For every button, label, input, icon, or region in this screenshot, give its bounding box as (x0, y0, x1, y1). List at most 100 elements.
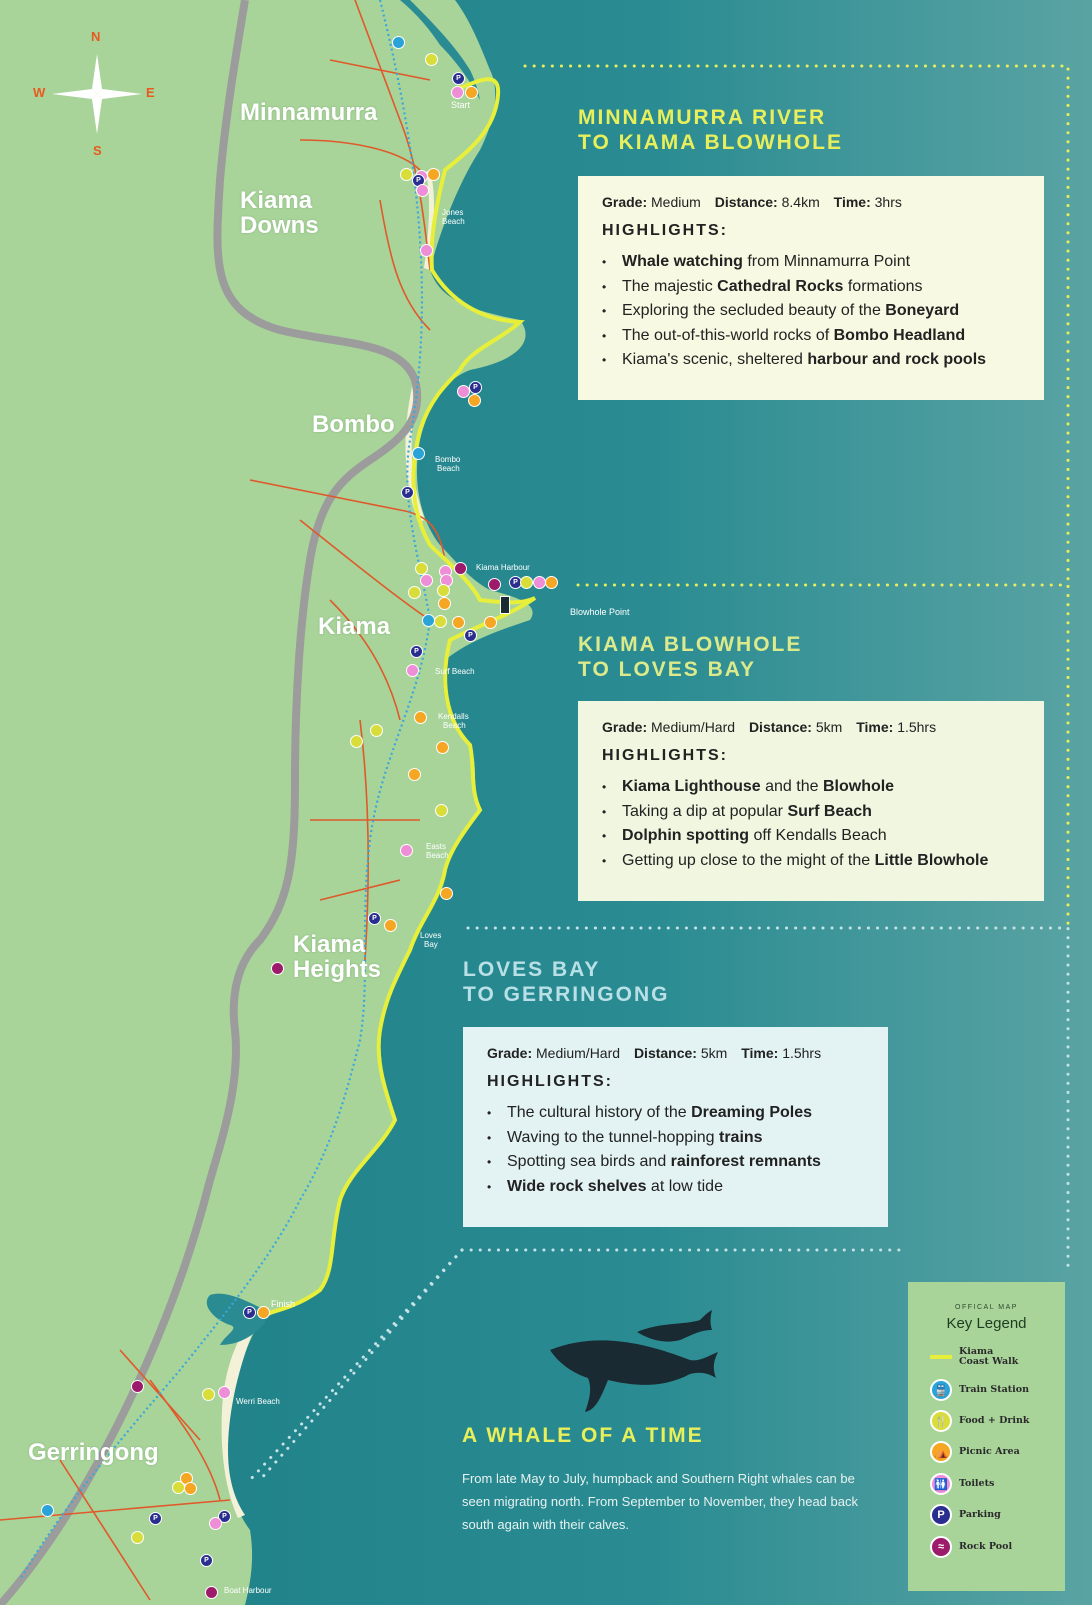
food-drink-icon (434, 615, 447, 628)
rock-pool-icon (271, 962, 284, 975)
compass-west: W (33, 85, 46, 100)
parking-icon: P (469, 381, 482, 394)
toilets-icon (400, 844, 413, 857)
section-3-box: Grade: Medium/Hard Distance: 5km Time: 1… (463, 1027, 888, 1227)
highlight-text: Waving to the tunnel-hopping (507, 1128, 719, 1146)
parking-icon: P (243, 1306, 256, 1319)
highlight-item: Kiama's scenic, sheltered harbour and ro… (602, 348, 1024, 373)
parking-icon: P (401, 486, 414, 499)
legend-label: Parking (959, 1510, 1001, 1520)
toilets-icon: 🚻 (930, 1473, 952, 1495)
distance-value: 5km (700, 1045, 728, 1061)
highlights-heading: HIGHLIGHTS: (602, 222, 728, 239)
picnic-icon: ⛺ (930, 1441, 952, 1463)
highlight-text: formations (843, 277, 923, 295)
section-2-title: KIAMA BLOWHOLE TO LOVES BAY (578, 632, 802, 682)
label-kiama-harbour: Kiama Harbour (476, 563, 530, 572)
highlight-text: Kiama's scenic, sheltered (622, 351, 808, 368)
legend-label-line: Parking (959, 1509, 1001, 1520)
legend-label-line: Picnic Area (959, 1446, 1020, 1457)
highlight-text: Taking a dip at popular (622, 802, 788, 820)
picnic-icon (427, 168, 440, 181)
toilets-icon (416, 184, 429, 197)
grade-value: Medium/Hard (536, 1045, 621, 1061)
parking-icon: P (930, 1504, 952, 1526)
legend-subheading: OFFICAL MAP (955, 1304, 1018, 1311)
toilets-icon (420, 574, 433, 587)
highway (0, 0, 422, 1605)
distance-label: Distance: (633, 1045, 697, 1061)
section-2-title-line2: TO LOVES BAY (578, 658, 757, 681)
legend-label: Train Station (959, 1385, 1029, 1395)
place-bombo: Bombo (312, 411, 395, 438)
picnic-icon (184, 1482, 197, 1495)
highlight-text: at low tide (646, 1177, 723, 1195)
rock-pool-icon: ≈ (930, 1536, 952, 1558)
picnic-icon (438, 597, 451, 610)
place-minnamurra: Minnamurra (240, 99, 378, 126)
train-icon (41, 1504, 54, 1517)
train-icon (412, 447, 425, 460)
section-3-title-line1: LOVES BAY (463, 958, 601, 981)
grade-label: Grade: (602, 194, 648, 210)
time-label: Time: (833, 194, 871, 210)
railway (19, 0, 432, 1581)
place-kiama-heights-1: Kiama (293, 931, 366, 958)
highlights-list: Whale watching from Minnamurra PointThe … (602, 250, 1024, 373)
toilets-icon (406, 664, 419, 677)
label-werri-beach: Werri Beach (236, 1397, 280, 1406)
highlight-item: Whale watching from Minnamurra Point (602, 250, 1024, 275)
section-3-title-line2: TO GERRINGONG (463, 983, 670, 1006)
parking-icon: P (412, 174, 425, 187)
label-finish: Finish (271, 1299, 296, 1309)
label-easts-2: Beach (426, 851, 449, 860)
roads (0, 0, 446, 1601)
rock-pool-icon (488, 578, 501, 591)
place-kiama-heights-2: Heights (293, 956, 382, 983)
label-boat-harbour: Boat Harbour (224, 1586, 272, 1595)
rock-pool-icon (454, 562, 467, 575)
legend-label-line: Train Station (959, 1384, 1030, 1395)
food-drink-icon (435, 804, 448, 817)
label-kendalls-2: Beach (443, 721, 466, 730)
label-blowhole-point: Blowhole Point (570, 607, 630, 617)
highlight-text: Spotting sea birds and (507, 1153, 671, 1170)
picnic-icon (452, 616, 465, 629)
highlights-list: Kiama Lighthouse and the BlowholeTaking … (602, 775, 1024, 873)
whale-text: From late May to July, humpback and Sout… (462, 1471, 858, 1532)
highlight-bold-text: rainforest remnants (670, 1153, 821, 1170)
parking-icon: P (410, 645, 423, 658)
highlight-bold-text: Bombo Headland (833, 326, 966, 344)
food-drink-icon (350, 735, 363, 748)
highlight-item: Getting up close to the might of the Lit… (602, 849, 1024, 874)
highlight-bold-text: Cathedral Rocks (717, 277, 844, 295)
food-drink-icon (408, 586, 421, 599)
highlight-bold-text: Boneyard (885, 302, 960, 319)
legend-heading: Key Legend (946, 1315, 1027, 1332)
beach-strip (221, 1318, 258, 1518)
picnic-icon (408, 768, 421, 781)
highlight-text: The majestic (622, 277, 718, 295)
picnic-icon (545, 576, 558, 589)
picnic-icon (440, 887, 453, 900)
parking-icon: P (200, 1554, 213, 1567)
highlight-bold-text: Surf Beach (787, 802, 872, 820)
distance-label: Distance: (748, 719, 812, 735)
lighthouse-icon (500, 596, 510, 614)
legend-item: 🚆Train Station (930, 1379, 1029, 1401)
toilets-icon (218, 1386, 231, 1399)
section-1-title: MINNAMURRA RIVER TO KIAMA BLOWHOLE (578, 105, 843, 155)
section-2-box: Grade: Medium/Hard Distance: 5km Time: 1… (578, 701, 1044, 901)
legend-label-line: Kiama (959, 1346, 994, 1357)
highlight-text: The cultural history of the (507, 1104, 692, 1121)
compass-north: N (91, 29, 101, 44)
time-value: 3hrs (874, 194, 902, 210)
label-easts-1: Easts (426, 842, 447, 851)
highlight-text: Exploring the secluded beauty of the (622, 302, 886, 319)
food-drink-icon (400, 168, 413, 181)
highlights-heading: HIGHLIGHTS: (602, 747, 728, 764)
place-kiama-downs-2: Downs (240, 212, 319, 239)
section-separators-light (248, 926, 1070, 1482)
